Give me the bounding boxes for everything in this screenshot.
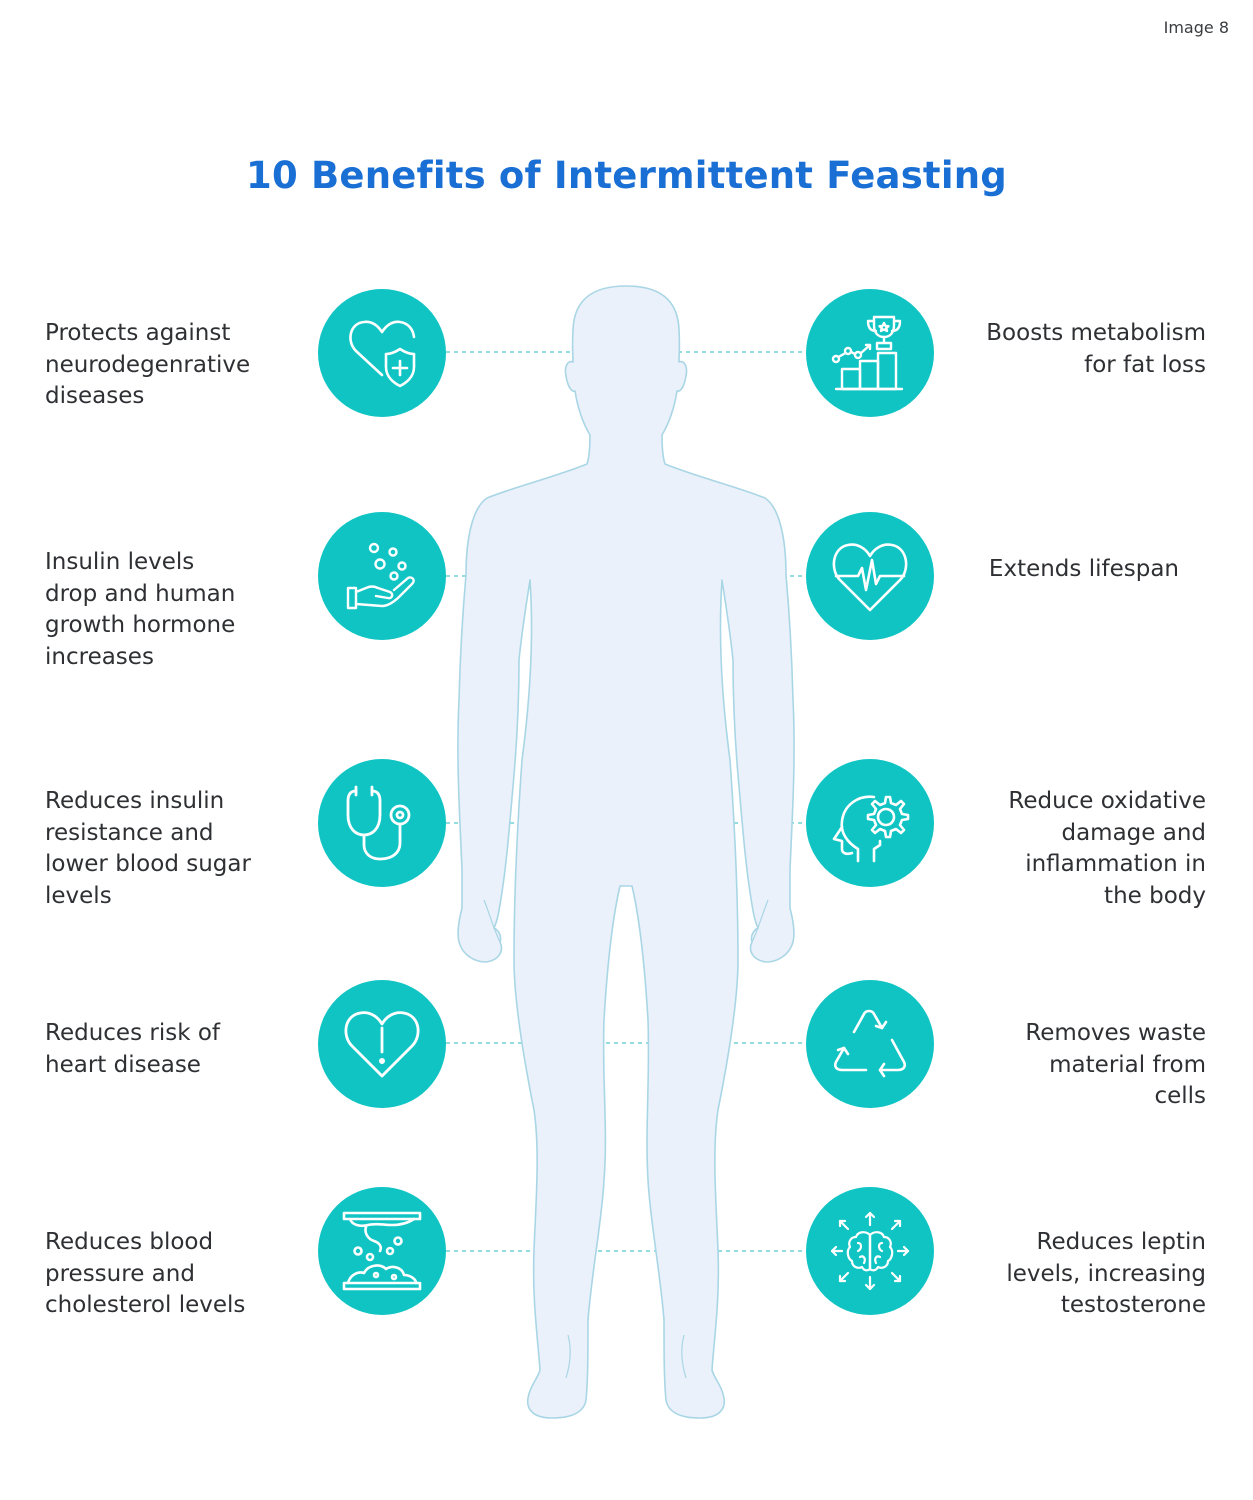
heart-shield-icon: [349, 320, 416, 388]
body-outline: [457, 285, 795, 1419]
heartbeat-icon: [832, 543, 908, 612]
icon-circle-stethoscope: [318, 759, 446, 887]
head-gear-icon: [832, 795, 910, 863]
icon-circle-insulin: [318, 512, 446, 640]
icon-circle-heart-disease: [318, 980, 446, 1108]
body-details: [483, 899, 769, 1379]
trophy-chart-icon: [831, 315, 904, 391]
icon-circle-metabolism: [806, 289, 934, 417]
heart-alert-icon: [344, 1011, 420, 1078]
artery-cholesterol-icon: [342, 1211, 422, 1291]
icon-circle-neuro: [318, 289, 446, 417]
icon-circle-oxidative: [806, 759, 934, 887]
icon-circle-lifespan: [806, 512, 934, 640]
hand-bubbles-icon: [346, 542, 415, 610]
benefit-lifespan: Extends lifespan: [988, 556, 1179, 582]
brain-arrows-icon: [830, 1211, 910, 1291]
image-label: Image 8: [1163, 18, 1229, 37]
icon-circle-cholesterol: [318, 1187, 446, 1315]
infographic-title: 10 Benefits of Intermittent Feasting: [246, 154, 1007, 197]
recycle-icon: [833, 1009, 907, 1078]
icon-circle-waste: [806, 980, 934, 1108]
icon-circle-leptin: [806, 1187, 934, 1315]
stethoscope-icon: [346, 785, 411, 861]
